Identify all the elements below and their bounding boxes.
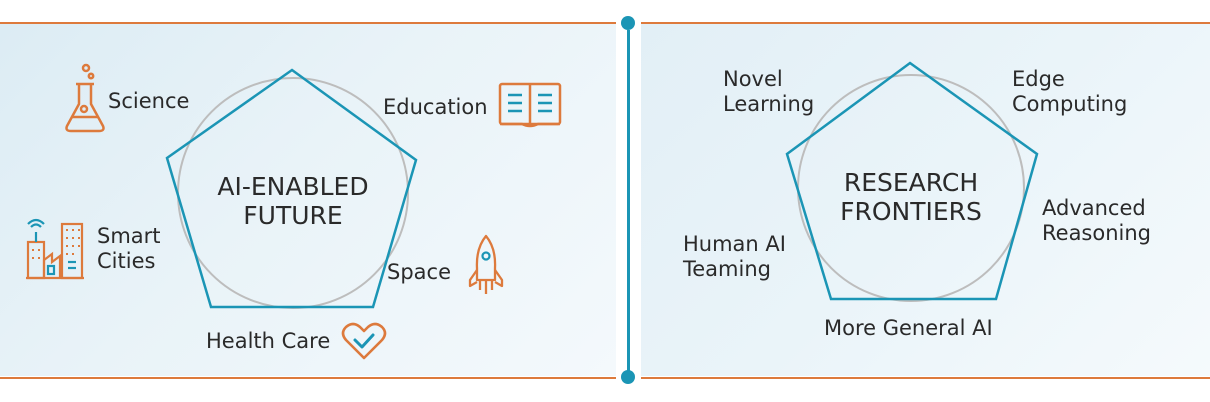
human-ai-teaming-line1: Human AI xyxy=(683,232,786,256)
edge-computing-label: Edge Computing xyxy=(1012,67,1127,117)
top-left-border xyxy=(0,22,616,24)
right-pentagon xyxy=(785,61,1039,301)
right-center-line2: FRONTIERS xyxy=(840,197,982,226)
edge-computing-line1: Edge xyxy=(1012,67,1065,91)
advanced-reasoning-line1: Advanced xyxy=(1042,196,1146,220)
advanced-reasoning-label: Advanced Reasoning xyxy=(1042,196,1151,246)
smart-cities-label: Smart Cities xyxy=(97,224,161,274)
bottom-right-border xyxy=(641,377,1210,379)
novel-learning-line1: Novel xyxy=(723,67,783,91)
edge-computing-line2: Computing xyxy=(1012,92,1128,116)
top-right-border xyxy=(641,22,1210,24)
divider-bottom-dot xyxy=(621,370,635,384)
education-label: Education xyxy=(383,95,488,119)
human-ai-teaming-line2: Teaming xyxy=(683,257,771,281)
rocket-icon xyxy=(468,234,504,294)
divider-top-dot xyxy=(621,16,635,30)
smart-cities-line2: Cities xyxy=(97,249,156,273)
heart-check-icon xyxy=(341,322,387,360)
city-buildings-icon xyxy=(26,218,84,280)
left-center-line1: AI-ENABLED xyxy=(217,172,369,201)
novel-learning-label: Novel Learning xyxy=(723,67,814,117)
science-label: Science xyxy=(108,89,190,113)
smart-cities-line1: Smart xyxy=(97,224,161,248)
left-center-title: AI-ENABLED FUTURE xyxy=(217,172,368,230)
advanced-reasoning-line2: Reasoning xyxy=(1042,221,1152,245)
right-center-line1: RESEARCH xyxy=(843,168,979,197)
center-divider xyxy=(627,30,630,372)
open-book-icon xyxy=(498,82,562,128)
left-center-line2: FUTURE xyxy=(243,201,343,230)
novel-learning-line2: Learning xyxy=(723,92,815,116)
flask-icon xyxy=(65,63,105,133)
human-ai-teaming-label: Human AI Teaming xyxy=(683,232,786,282)
health-care-label: Health Care xyxy=(206,329,331,353)
bottom-left-border xyxy=(0,377,616,379)
right-panel xyxy=(641,24,1210,376)
right-center-title: RESEARCH FRONTIERS xyxy=(840,168,982,226)
more-general-ai-label: More General AI xyxy=(824,316,993,340)
space-label: Space xyxy=(387,260,451,284)
left-pentagon xyxy=(165,68,418,309)
